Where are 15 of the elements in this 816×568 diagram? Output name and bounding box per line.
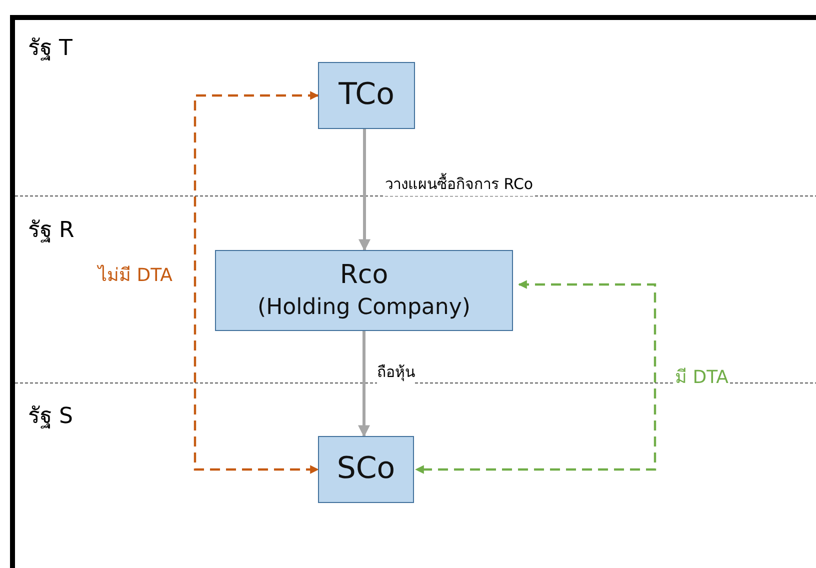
arrow	[358, 331, 370, 438]
edge-label: วางแผนซื้อกิจการ RCo	[385, 172, 534, 196]
state-label: รัฐ S	[28, 403, 73, 431]
company-subtitle: (Holding Company)	[258, 294, 470, 322]
arrow	[194, 91, 319, 474]
company-name: TCo	[338, 76, 394, 114]
company-box	[215, 250, 513, 331]
state-label: รัฐ R	[28, 217, 74, 245]
state-label: รัฐ T	[28, 35, 72, 63]
company-box	[318, 436, 414, 503]
arrow	[415, 280, 656, 474]
arrow	[358, 129, 370, 252]
company-box	[318, 62, 415, 129]
company-name: SCo	[336, 450, 396, 488]
company-name: Rco	[340, 259, 388, 292]
